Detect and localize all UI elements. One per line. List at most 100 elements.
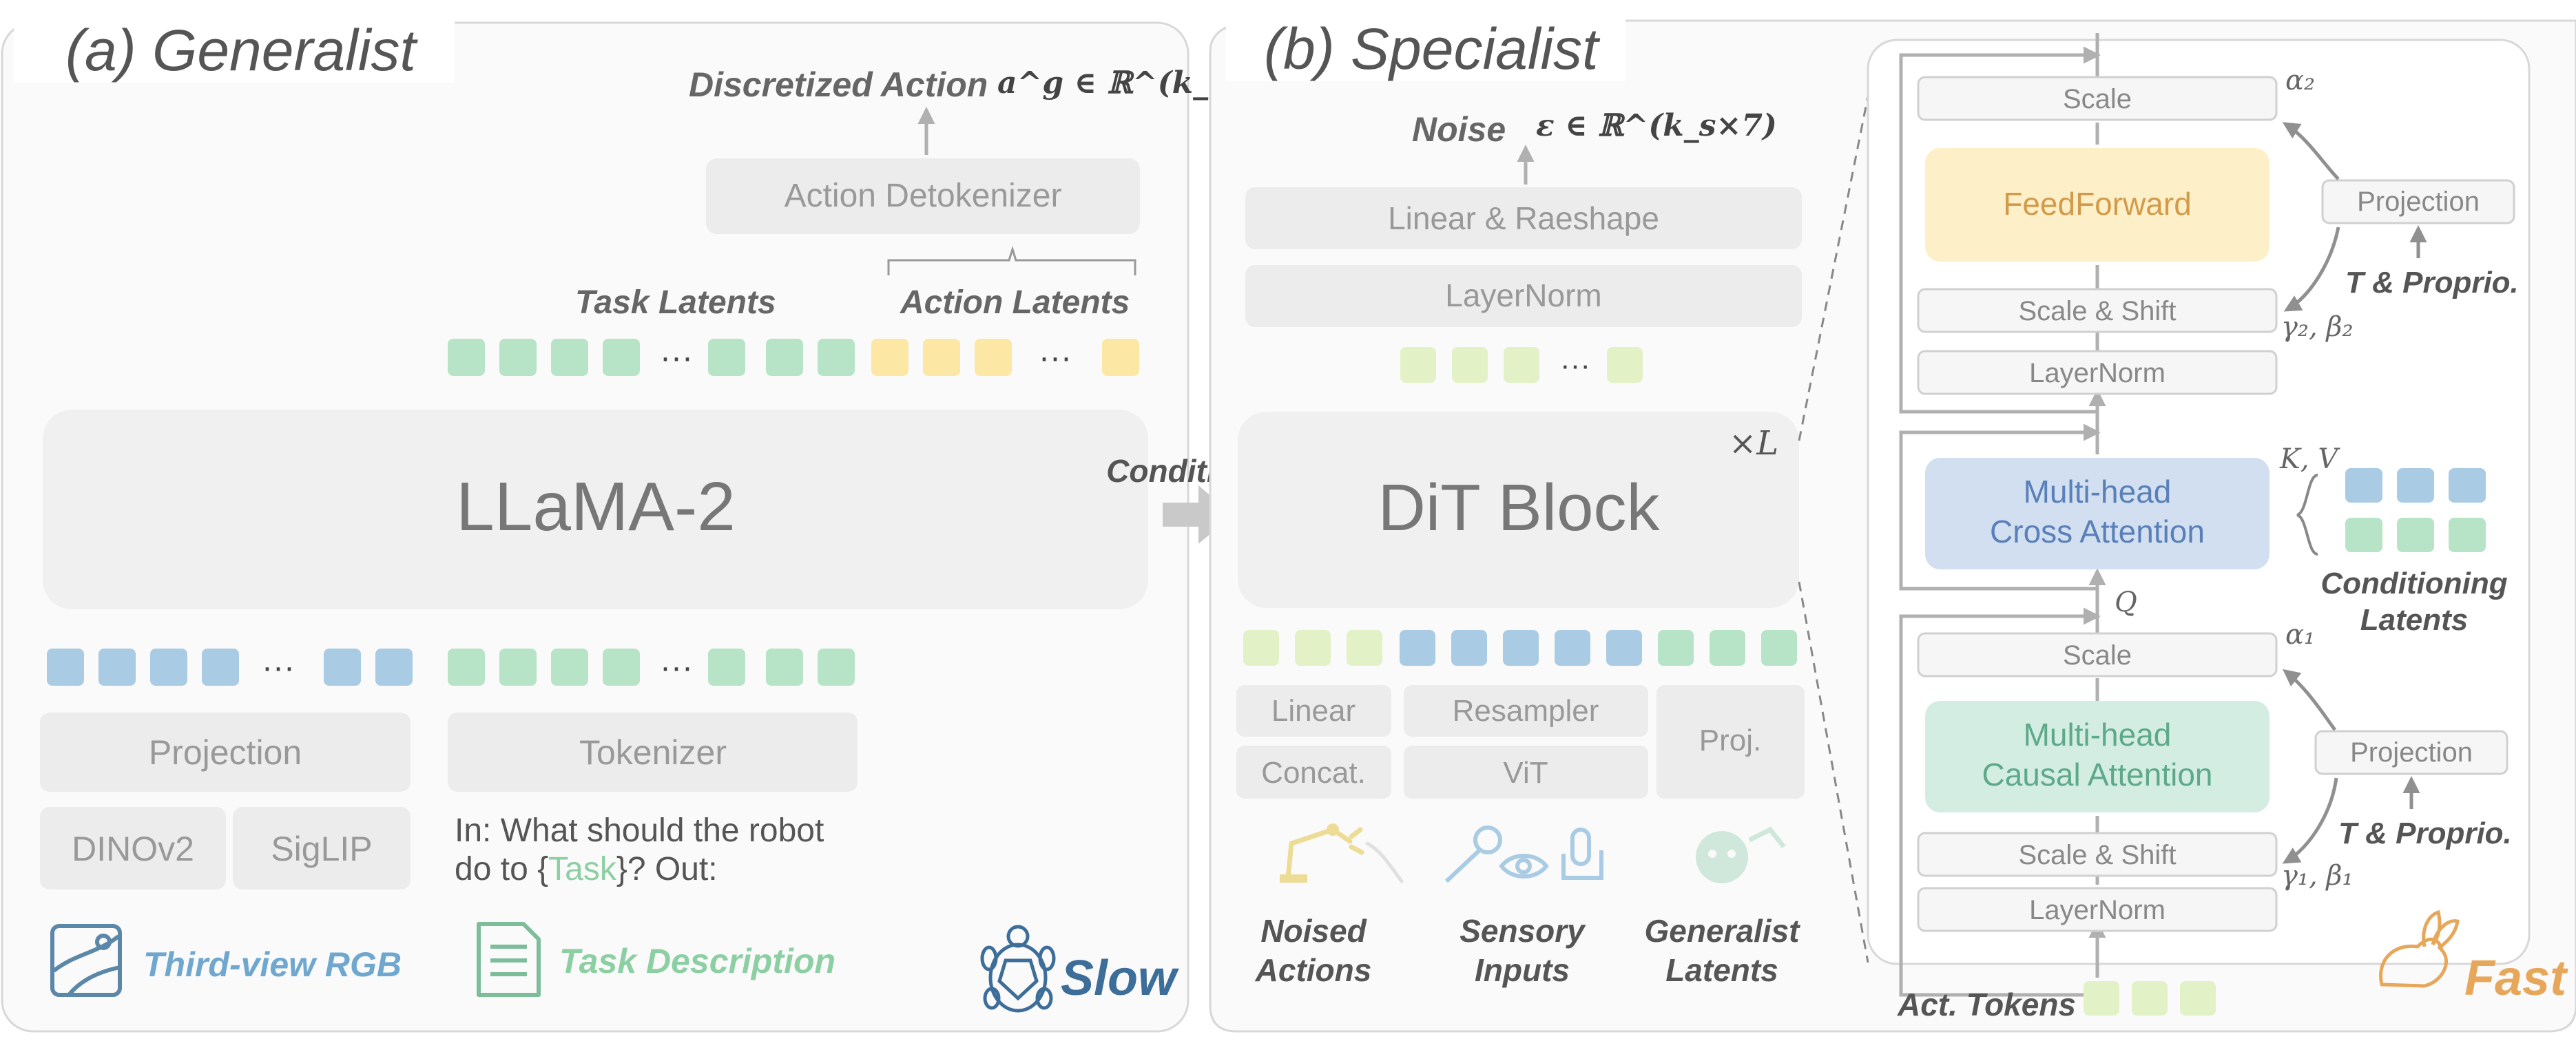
cond-top-label: T & Proprio. xyxy=(2345,266,2519,299)
llama-input-tokens: ··· ··· xyxy=(47,649,855,686)
layernorm-top-label: LayerNorm xyxy=(2029,358,2165,388)
layernorm-top-box xyxy=(1917,350,2278,395)
discretized-action-label: Discretized Action xyxy=(689,65,988,104)
document-icon xyxy=(477,922,541,997)
dinov2-label: DINOv2 xyxy=(72,830,194,868)
feedforward-box xyxy=(1925,148,2269,262)
dit-input-tokens xyxy=(1243,630,1797,666)
proj-box xyxy=(1656,685,1805,799)
sensor-icons xyxy=(1444,826,1603,883)
kv-label: K, V xyxy=(2279,443,2340,475)
siglip-box xyxy=(233,807,411,890)
task-latents-label: Task Latents xyxy=(575,284,776,321)
svg-text:···: ··· xyxy=(262,649,295,686)
llama-2-label: LLaMA-2 xyxy=(456,468,736,545)
image-icon xyxy=(50,924,122,997)
dit-block-label: DiT Block xyxy=(1378,471,1661,545)
gamma-beta-1-label: γ₁, β₁ xyxy=(2281,860,2354,892)
svg-text:···: ··· xyxy=(660,339,693,376)
cond-bot-label: T & Proprio. xyxy=(2338,817,2512,850)
q-label: Q xyxy=(2115,587,2137,618)
tokenizer-box xyxy=(448,713,858,792)
svg-text:···: ··· xyxy=(660,649,693,686)
conditioning-latent-tokens xyxy=(2345,468,2486,552)
feedforward-label: FeedForward xyxy=(2003,186,2192,222)
prompt-line-1: In: What should the robot xyxy=(455,812,824,849)
causal-attention-label-1: Multi-head xyxy=(2024,717,2172,753)
resampler-box xyxy=(1404,685,1648,737)
layernorm-label: LayerNorm xyxy=(1445,277,1602,313)
fast-label: Fast xyxy=(2464,951,2568,1006)
concat-label: Concat. xyxy=(1261,756,1366,790)
tokenizer-label: Tokenizer xyxy=(579,733,727,772)
panel-generalist: (a) Generalist Discretized Action a^g ∈ … xyxy=(1,0,1290,1033)
layernorm-box xyxy=(1245,265,1802,327)
slow-label: Slow xyxy=(1061,951,1179,1006)
scale-bot-label: Scale xyxy=(2063,640,2132,671)
layernorm-bot-box xyxy=(1917,887,2278,932)
scale-shift-top-box xyxy=(1917,288,2278,333)
dit-detail-panel: Scale α₂ FeedForward Projection T & Prop… xyxy=(1867,33,2531,997)
conditioning-latents-label-2: Latents xyxy=(2360,603,2468,637)
linear-box xyxy=(1236,685,1391,737)
scale-shift-top-label: Scale & Shift xyxy=(2018,296,2176,326)
svg-text:···: ··· xyxy=(1560,348,1590,382)
resampler-label: Resampler xyxy=(1453,694,1599,728)
layernorm-bot-label: LayerNorm xyxy=(2029,895,2165,925)
concat-box xyxy=(1236,746,1391,799)
scale-top-box xyxy=(1917,76,2278,121)
siglip-label: SigLIP xyxy=(271,830,372,868)
prompt-line-2: do to {Task}? Out: xyxy=(455,851,718,887)
vit-label: ViT xyxy=(1503,756,1548,790)
projection-top-box xyxy=(2321,179,2515,224)
vit-box xyxy=(1404,746,1648,799)
turtle-icon xyxy=(980,925,1056,1013)
projection-label: Projection xyxy=(149,733,302,772)
dinov2-box xyxy=(40,807,226,890)
act-tokens xyxy=(2084,981,2216,1016)
causal-attention-label-2: Causal Attention xyxy=(1982,757,2212,792)
projection-box xyxy=(40,713,411,792)
scale-bot-box xyxy=(1917,632,2278,677)
noised-actions-label-1: Noised xyxy=(1260,913,1367,949)
scale-top-label: Scale xyxy=(2063,84,2132,114)
alpha1-label: α₁ xyxy=(2285,619,2315,651)
linear-label: Linear xyxy=(1271,694,1355,728)
robot-arm-icon xyxy=(1280,823,1404,883)
dit-block-box xyxy=(1238,412,1799,608)
cross-attention-label-1: Multi-head xyxy=(2024,474,2172,509)
third-view-rgb-label: Third-view RGB xyxy=(143,945,402,984)
task-description-label: Task Description xyxy=(559,942,835,980)
projection-bot-label: Projection xyxy=(2350,737,2473,768)
noise-math: ε ∈ ℝ^(k_s×7) xyxy=(1536,108,1777,143)
cross-attention-label-2: Cross Attention xyxy=(1990,514,2205,549)
noised-actions-label-2: Actions xyxy=(1255,952,1372,988)
llama-output-tokens: ··· ··· xyxy=(448,339,1139,376)
linear-reshape-box xyxy=(1245,187,1802,249)
causal-attention-box xyxy=(1925,701,2269,812)
llama-2-box xyxy=(43,410,1148,609)
generalist-latents-label-1: Generalist xyxy=(1645,913,1801,949)
cross-attention-box xyxy=(1925,458,2269,569)
dit-output-tokens: ··· xyxy=(1400,347,1643,383)
rabbit-icon xyxy=(2379,909,2460,988)
panel-b-title: (b) Specialist xyxy=(1264,17,1601,81)
robot-head-icon xyxy=(1696,826,1786,883)
sensory-inputs-label-2: Inputs xyxy=(1475,952,1570,988)
act-tokens-label: Act. Tokens xyxy=(1897,987,2076,1022)
repeat-label: ×L xyxy=(1729,424,1778,463)
proj-label: Proj. xyxy=(1699,724,1761,757)
action-detokenizer-label: Action Detokenizer xyxy=(785,178,1062,214)
alpha2-label: α₂ xyxy=(2285,65,2315,96)
panel-a-title: (a) Generalist xyxy=(65,18,419,83)
sensory-inputs-label-1: Sensory xyxy=(1460,913,1586,949)
scale-shift-bot-label: Scale & Shift xyxy=(2018,840,2176,870)
projection-top-label: Projection xyxy=(2357,187,2480,217)
noise-label: Noise xyxy=(1412,110,1506,149)
svg-text:···: ··· xyxy=(1039,339,1072,376)
projection-bot-box xyxy=(2314,730,2509,775)
generalist-latents-label-2: Latents xyxy=(1665,952,1778,988)
linear-reshape-label: Linear & Raeshape xyxy=(1388,200,1659,236)
conditioning-latents-label-1: Conditioning xyxy=(2320,567,2507,600)
